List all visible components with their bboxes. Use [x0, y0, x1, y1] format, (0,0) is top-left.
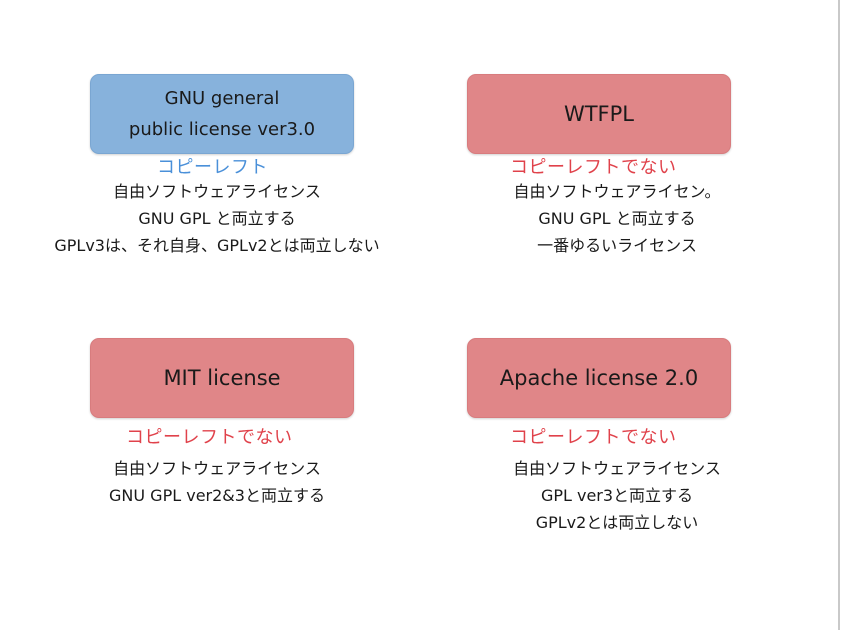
gpl-v3-box: GNU general public license ver3.0: [90, 74, 354, 154]
gpl-v3-title-line1: GNU general: [164, 88, 280, 109]
apache-description: 自由ソフトウェアライセンス GPL ver3と両立する GPLv2とは両立しない: [472, 455, 762, 536]
gpl-v3-desc-line: GNU GPL と両立する: [138, 209, 296, 228]
mit-box: MIT license: [90, 338, 354, 418]
apache-desc-line: 自由ソフトウェアライセンス: [513, 459, 721, 478]
mit-desc-line: 自由ソフトウェアライセンス: [113, 459, 321, 478]
wtfpl-desc-line: 自由ソフトウェアライセン。: [513, 182, 721, 201]
wtfpl-description: 自由ソフトウェアライセン。 GNU GPL と両立する 一番ゆるいライセンス: [472, 178, 762, 259]
wtfpl-non-copyleft-tag: コピーレフトでない: [510, 157, 677, 178]
apache-non-copyleft-tag: コピーレフトでない: [510, 427, 677, 448]
mit-title: MIT license: [163, 365, 281, 390]
apache-title: Apache license 2.0: [499, 365, 699, 390]
mit-description: 自由ソフトウェアライセンス GNU GPL ver2&3と両立する: [77, 455, 357, 509]
gpl-v3-desc-line: GPLv3は、それ自身、GPLv2とは両立しない: [54, 236, 380, 255]
gpl-v3-desc-line: 自由ソフトウェアライセンス: [113, 182, 321, 201]
wtfpl-title: WTFPL: [563, 101, 635, 126]
apache-desc-line: GPLv2とは両立しない: [535, 513, 699, 532]
wtfpl-desc-line: GNU GPL と両立する: [538, 209, 696, 228]
apache-desc-line: GPL ver3と両立する: [540, 486, 694, 505]
wtfpl-desc-line: 一番ゆるいライセンス: [537, 236, 697, 255]
slide-right-border: [838, 0, 840, 630]
apache-box: Apache license 2.0: [467, 338, 731, 418]
mit-desc-line: GNU GPL ver2&3と両立する: [109, 486, 325, 505]
gpl-v3-title-line2: public license ver3.0: [128, 119, 316, 140]
gpl-v3-copyleft-tag: コピーレフト: [157, 157, 268, 178]
gpl-v3-description: 自由ソフトウェアライセンス GNU GPL と両立する GPLv3は、それ自身、…: [22, 178, 412, 259]
wtfpl-box: WTFPL: [467, 74, 731, 154]
gpl-v3-title: GNU general public license ver3.0: [129, 83, 315, 145]
mit-non-copyleft-tag: コピーレフトでない: [126, 427, 293, 448]
